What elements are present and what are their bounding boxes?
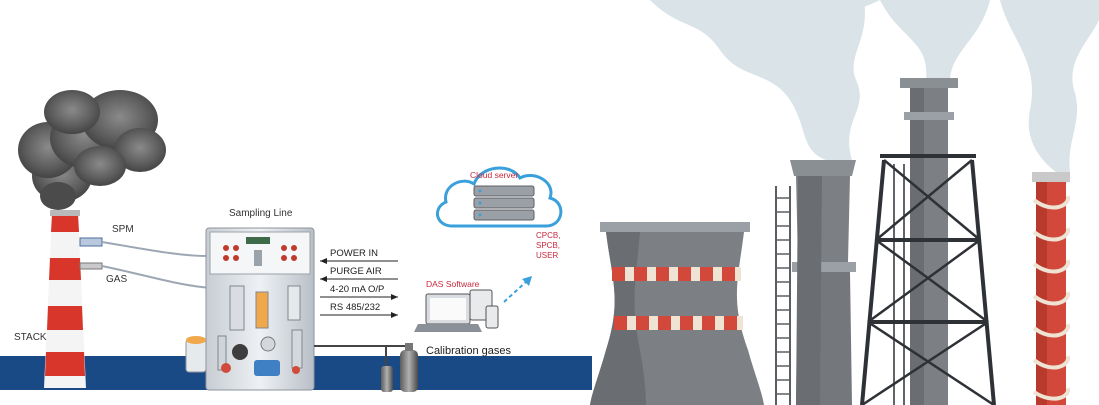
gray-chimney xyxy=(775,160,856,405)
stack-label: STACK xyxy=(14,332,47,343)
small-gas-cylinder xyxy=(381,366,393,392)
cooling-tower-band-top xyxy=(612,267,741,281)
large-gas-cylinder xyxy=(400,343,418,392)
background-smoke xyxy=(650,0,1099,172)
signal-list: POWER IN PURGE AIR 4-20 mA O/P RS 485/23… xyxy=(320,248,398,318)
gas-probe xyxy=(79,262,103,270)
server-rack-icon xyxy=(473,185,535,221)
striped-chimney xyxy=(1032,172,1071,405)
side-pump-unit xyxy=(185,336,207,373)
stack-smoke xyxy=(18,90,166,210)
cooling-tower xyxy=(590,222,764,405)
signal-power-in: POWER IN xyxy=(330,248,378,259)
das-software-label: DAS Software xyxy=(426,279,480,289)
recipient-spcb: SPCB, xyxy=(536,241,560,250)
cooling-tower-band-bottom xyxy=(614,316,743,330)
phone-icon xyxy=(485,305,499,329)
recipient-user: USER xyxy=(536,251,558,260)
sampling-line-label: Sampling Line xyxy=(229,208,293,219)
laptop-icon xyxy=(414,293,482,332)
spm-probe xyxy=(79,237,103,247)
gas-sampling-line xyxy=(101,265,213,289)
chimney-stack xyxy=(44,210,86,388)
calibration-gases-label: Calibration gases xyxy=(426,345,511,357)
analyzer-cabinet xyxy=(205,227,315,391)
spm-label: SPM xyxy=(112,224,134,235)
signal-purge-air: PURGE AIR xyxy=(330,266,382,277)
upload-arrowhead xyxy=(522,276,532,286)
cloud-server-label: Cloud server xyxy=(470,170,518,180)
spm-sampling-line xyxy=(101,241,207,257)
signal-4-20ma: 4-20 mA O/P xyxy=(330,284,384,295)
signal-rs485: RS 485/232 xyxy=(330,302,380,313)
upload-arrow xyxy=(503,279,529,303)
gas-label: GAS xyxy=(106,274,127,285)
calibration-line xyxy=(314,345,410,366)
lattice-tower xyxy=(860,78,996,405)
recipient-cpcb: CPCB, xyxy=(536,231,560,240)
